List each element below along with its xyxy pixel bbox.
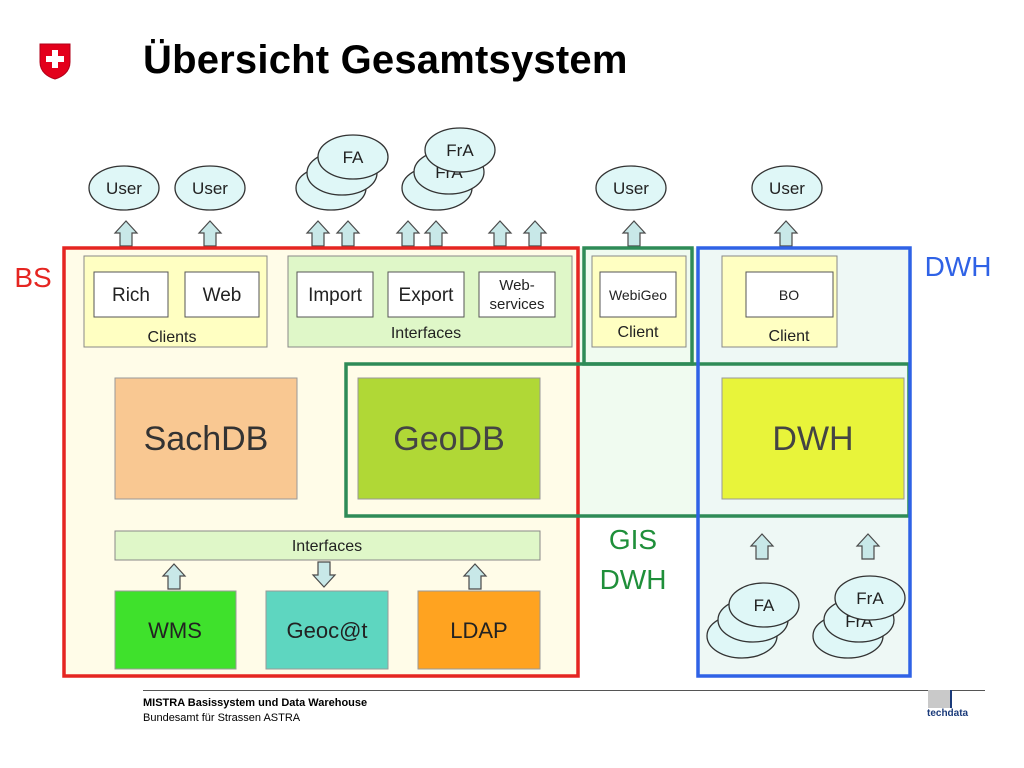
geocat-box bbox=[265, 590, 389, 670]
fa-stack-bottom-front bbox=[728, 582, 800, 628]
webservices-label-2: services bbox=[489, 296, 544, 313]
fra-label-top: FrA bbox=[446, 141, 474, 160]
webigeo-box bbox=[599, 271, 677, 318]
gis-region-label-2: DWH bbox=[600, 564, 667, 595]
web-client-box bbox=[184, 271, 260, 318]
sachdb-label: SachDB bbox=[144, 420, 269, 458]
geocat-label: Geoc@t bbox=[286, 618, 367, 643]
fa-stack-top-front bbox=[317, 134, 389, 180]
import-up-arrow-1 bbox=[306, 220, 330, 247]
ldap-label: LDAP bbox=[450, 618, 507, 643]
webservices-up-arrow-2 bbox=[523, 220, 547, 247]
export-up-arrow-2 bbox=[424, 220, 448, 247]
techdata-logo: techdata bbox=[927, 690, 969, 719]
import-box bbox=[296, 271, 374, 318]
dwh-frame bbox=[696, 246, 912, 678]
user-label-3: User bbox=[613, 179, 649, 198]
gis-frame-upper bbox=[582, 246, 694, 366]
wms-box bbox=[114, 590, 237, 670]
fra-stack-top-front bbox=[424, 127, 496, 173]
dwh-box bbox=[721, 377, 905, 500]
rich-label: Rich bbox=[112, 285, 150, 306]
user-label-1: User bbox=[106, 179, 142, 198]
rich-client-box bbox=[93, 271, 169, 318]
fa-label-top: FA bbox=[343, 148, 364, 167]
footer-divider bbox=[143, 690, 985, 691]
bo-label: BO bbox=[779, 287, 799, 303]
export-box bbox=[387, 271, 465, 318]
user-ellipse-4 bbox=[751, 165, 823, 211]
export-label: Export bbox=[399, 285, 455, 306]
fa-label-bottom: FA bbox=[754, 596, 775, 615]
dwh-client-caption: Client bbox=[769, 328, 810, 345]
export-up-arrow-1 bbox=[396, 220, 420, 247]
bo-box bbox=[745, 271, 834, 318]
interfaces-bottom-label: Interfaces bbox=[292, 538, 362, 555]
ldap-box bbox=[417, 590, 541, 670]
bs-region-label: BS bbox=[14, 262, 51, 293]
gis-region-label-1: GIS bbox=[609, 524, 657, 555]
webservices-box bbox=[478, 271, 556, 318]
geodb-label: GeoDB bbox=[393, 420, 505, 458]
fra-label-bottom: FrA bbox=[856, 589, 884, 608]
dwh-region-label: DWH bbox=[925, 251, 992, 282]
swiss-crest-icon bbox=[39, 43, 71, 80]
gis-client-caption: Client bbox=[618, 324, 659, 341]
footer-line-2: Bundesamt für Strassen ASTRA bbox=[143, 712, 301, 724]
page-title: Übersicht Gesamtsystem bbox=[143, 38, 628, 82]
bo-up-arrow bbox=[774, 220, 798, 247]
webigeo-label: WebiGeo bbox=[609, 287, 667, 303]
webigeo-up-arrow bbox=[622, 220, 646, 247]
rich-up-arrow bbox=[114, 220, 138, 247]
user-ellipse-2 bbox=[174, 165, 246, 211]
interfaces-top-caption: Interfaces bbox=[391, 325, 461, 342]
web-label: Web bbox=[203, 285, 242, 306]
fra-stack-bottom-front bbox=[834, 575, 906, 621]
import-label: Import bbox=[308, 285, 363, 306]
wms-label: WMS bbox=[148, 618, 202, 643]
user-ellipse-1 bbox=[88, 165, 160, 211]
webservices-up-arrow-1 bbox=[488, 220, 512, 247]
interfaces-bottom-bar bbox=[114, 530, 541, 561]
dwh-box-label: DWH bbox=[772, 420, 853, 458]
user-ellipse-3 bbox=[595, 165, 667, 211]
user-label-2: User bbox=[192, 179, 228, 198]
clients-caption: Clients bbox=[148, 329, 197, 346]
sachdb-box bbox=[114, 377, 298, 500]
webservices-label-1: Web- bbox=[499, 277, 535, 294]
footer-line-1: MISTRA Basissystem und Data Warehouse bbox=[143, 697, 368, 709]
import-up-arrow-2 bbox=[336, 220, 360, 247]
geodb-box bbox=[357, 377, 541, 500]
bs-frame bbox=[62, 246, 580, 678]
web-up-arrow bbox=[198, 220, 222, 247]
techdata-logo-text: techdata bbox=[927, 708, 969, 719]
user-label-4: User bbox=[769, 179, 805, 198]
